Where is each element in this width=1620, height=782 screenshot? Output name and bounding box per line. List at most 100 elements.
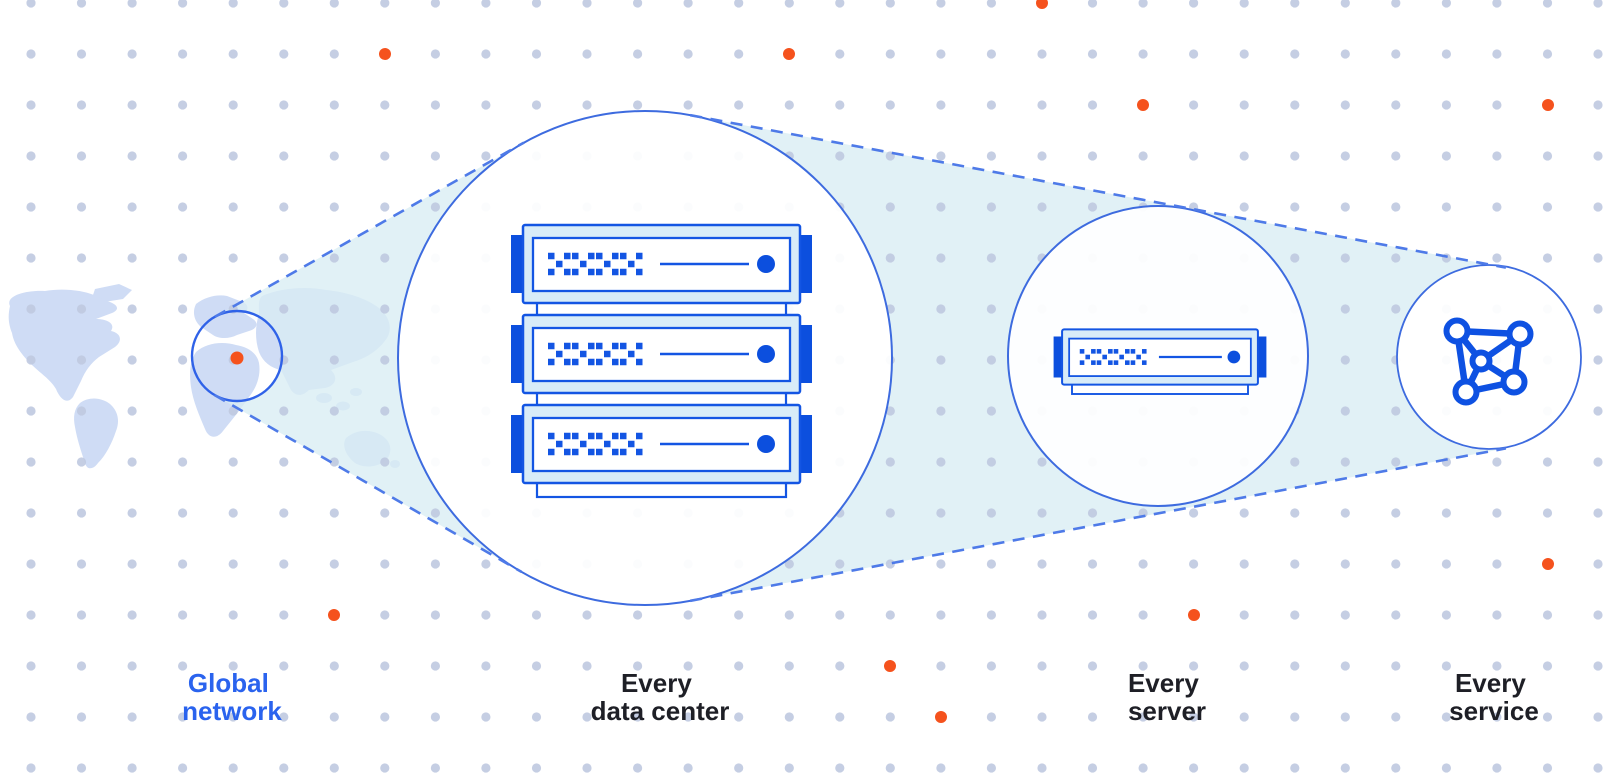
grid-dot: [1492, 712, 1502, 722]
grid-dot: [380, 406, 390, 416]
grid-dot: [835, 151, 845, 161]
grid-dot: [1087, 508, 1098, 518]
grid-dot: [784, 559, 794, 569]
vent-square: [596, 342, 603, 350]
vent-square: [628, 440, 635, 448]
grid-dot: [127, 253, 137, 263]
vent-square: [636, 358, 643, 366]
grid-dot: [1087, 151, 1098, 161]
grid-dot: [127, 100, 137, 110]
server-left-tab: [511, 325, 525, 383]
grid-dot: [228, 202, 238, 212]
grid-dot: [1593, 49, 1603, 59]
grid-dot: [734, 712, 744, 722]
grid-dot: [178, 508, 188, 518]
grid-dot: [1087, 763, 1098, 773]
grid-dot: [228, 559, 238, 569]
grid-dot: [936, 304, 946, 314]
grid-dot: [1542, 0, 1553, 8]
grid-dot: [279, 49, 289, 59]
grid-dot: [531, 100, 542, 110]
grid-dot: [1189, 0, 1199, 8]
grid-dot: [835, 610, 845, 620]
grid-dot: [734, 49, 744, 59]
grid-dot: [178, 610, 188, 620]
grid-dot: [1239, 763, 1249, 773]
grid-dot: [1189, 763, 1199, 773]
grid-dot: [279, 712, 289, 722]
grid-dot: [683, 0, 693, 8]
grid-dot: [380, 355, 390, 365]
grid-dot: [1340, 355, 1350, 365]
grid-dot: [1441, 559, 1451, 569]
vent-square: [556, 350, 563, 358]
grid-dot: [127, 559, 137, 569]
vent-square: [572, 342, 579, 350]
grid-dot: [1087, 610, 1098, 620]
grid-dot: [633, 661, 643, 671]
grid-dot: [329, 49, 339, 59]
grid-dot: [1239, 0, 1249, 8]
vent-square: [564, 268, 571, 276]
vent-square: [564, 432, 571, 440]
grid-dot: [1492, 49, 1502, 59]
grid-dot: [1037, 661, 1047, 671]
grid-dot: [885, 253, 895, 263]
grid-dot: [481, 100, 491, 110]
grid-dot: [76, 0, 87, 8]
vent-square: [556, 260, 563, 268]
grid-dot: [380, 559, 390, 569]
grid-dot: [936, 661, 946, 671]
mesh-node: [1506, 320, 1534, 348]
grid-dot: [1087, 0, 1098, 8]
grid-dot: [633, 100, 643, 110]
mesh-center-node: [1469, 349, 1493, 373]
server-led: [757, 435, 775, 453]
mesh-node: [1443, 317, 1471, 345]
accent-dot-orange: [1542, 558, 1554, 570]
grid-dot: [885, 763, 895, 773]
global-network-circle: [190, 309, 284, 403]
grid-dot: [885, 508, 895, 518]
vent-square: [596, 448, 603, 456]
grid-dot: [1441, 712, 1451, 722]
grid-dot: [380, 100, 390, 110]
grid-dot: [329, 355, 339, 365]
grid-dot: [430, 508, 440, 518]
grid-dot: [683, 661, 693, 671]
grid-dot: [1189, 151, 1199, 161]
grid-dot: [178, 304, 188, 314]
grid-dot: [1391, 661, 1401, 671]
map-location-marker-icon: [230, 351, 244, 365]
grid-dot: [986, 508, 997, 518]
grid-dot: [279, 406, 289, 416]
grid-dot: [1087, 100, 1098, 110]
server-right-tab: [798, 415, 812, 473]
accent-dot-orange: [328, 609, 340, 621]
grid-dot: [76, 355, 87, 365]
grid-dot: [430, 712, 440, 722]
grid-dot: [1441, 202, 1451, 212]
grid-dot: [734, 0, 744, 8]
grid-dot: [76, 712, 87, 722]
grid-dot: [380, 610, 390, 620]
network-mesh-icon: [1443, 317, 1534, 406]
vent-square: [1130, 349, 1136, 354]
grid-dot: [26, 100, 36, 110]
server-led: [1227, 350, 1241, 364]
grid-dot: [633, 763, 643, 773]
vent-square: [572, 252, 579, 260]
grid-dot: [734, 610, 744, 620]
grid-dot: [178, 457, 188, 467]
grid-dot: [1391, 610, 1401, 620]
grid-dot: [380, 508, 390, 518]
grid-dot: [1340, 406, 1350, 416]
grid-dot: [1593, 508, 1603, 518]
grid-dot: [936, 559, 946, 569]
grid-dot: [986, 763, 997, 773]
grid-dot: [1037, 508, 1047, 518]
grid-dot: [531, 49, 542, 59]
grid-dot: [1593, 151, 1603, 161]
dashed-line-upper-right: [690, 113, 1507, 269]
grid-dot: [986, 457, 997, 467]
